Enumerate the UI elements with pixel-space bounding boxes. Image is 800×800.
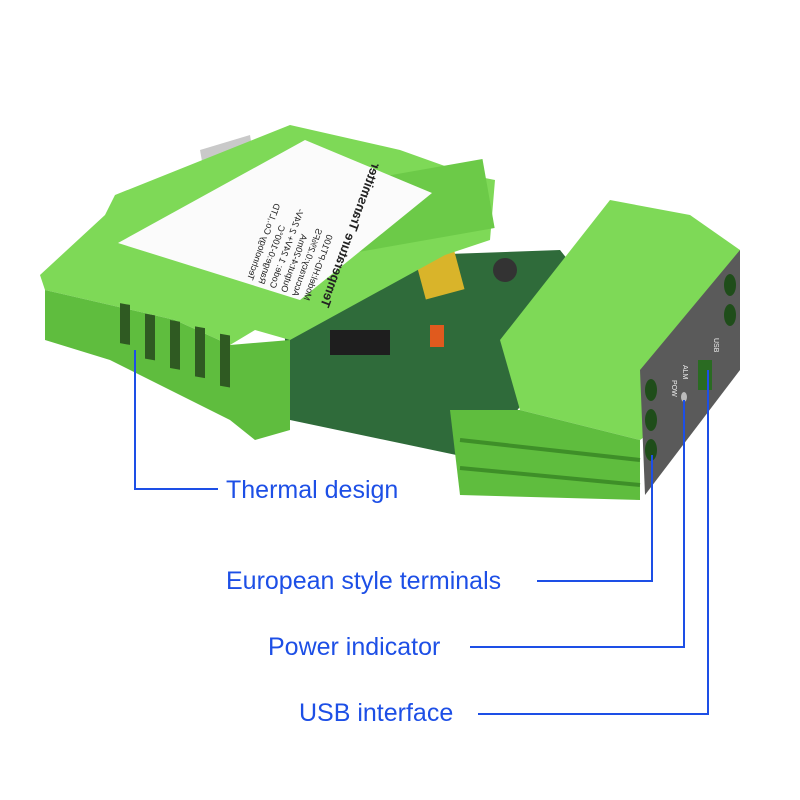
dip-switch xyxy=(430,325,444,347)
chip xyxy=(330,330,390,355)
terminals-leader-line xyxy=(537,455,653,582)
front-panel xyxy=(640,250,740,495)
callout-thermal-design: Thermal design xyxy=(226,476,399,504)
terminal-screw-holes xyxy=(645,274,736,461)
thermal-leader-line xyxy=(134,350,218,490)
terminal-block-side xyxy=(450,410,640,500)
power-leader-line xyxy=(470,400,685,648)
housing-side xyxy=(45,290,290,440)
callout-lines xyxy=(134,350,709,715)
alm-mark: ALM xyxy=(681,365,688,380)
usb-port xyxy=(698,360,712,390)
capacitor xyxy=(493,258,517,282)
callout-european-terminals: European style terminals xyxy=(226,567,502,595)
panel-marks: POW ALM USB xyxy=(670,338,719,397)
product-label xyxy=(118,140,432,300)
callout-usb-interface: USB interface xyxy=(299,699,454,727)
power-led xyxy=(681,392,687,402)
pcb-board xyxy=(280,250,600,460)
callout-power-indicator: Power indicator xyxy=(268,633,441,661)
usb-mark: USB xyxy=(712,338,719,353)
terminal-fins xyxy=(459,438,641,487)
thermal-vents xyxy=(120,303,230,388)
usb-leader-line xyxy=(478,370,709,715)
pow-mark: POW xyxy=(670,380,677,397)
